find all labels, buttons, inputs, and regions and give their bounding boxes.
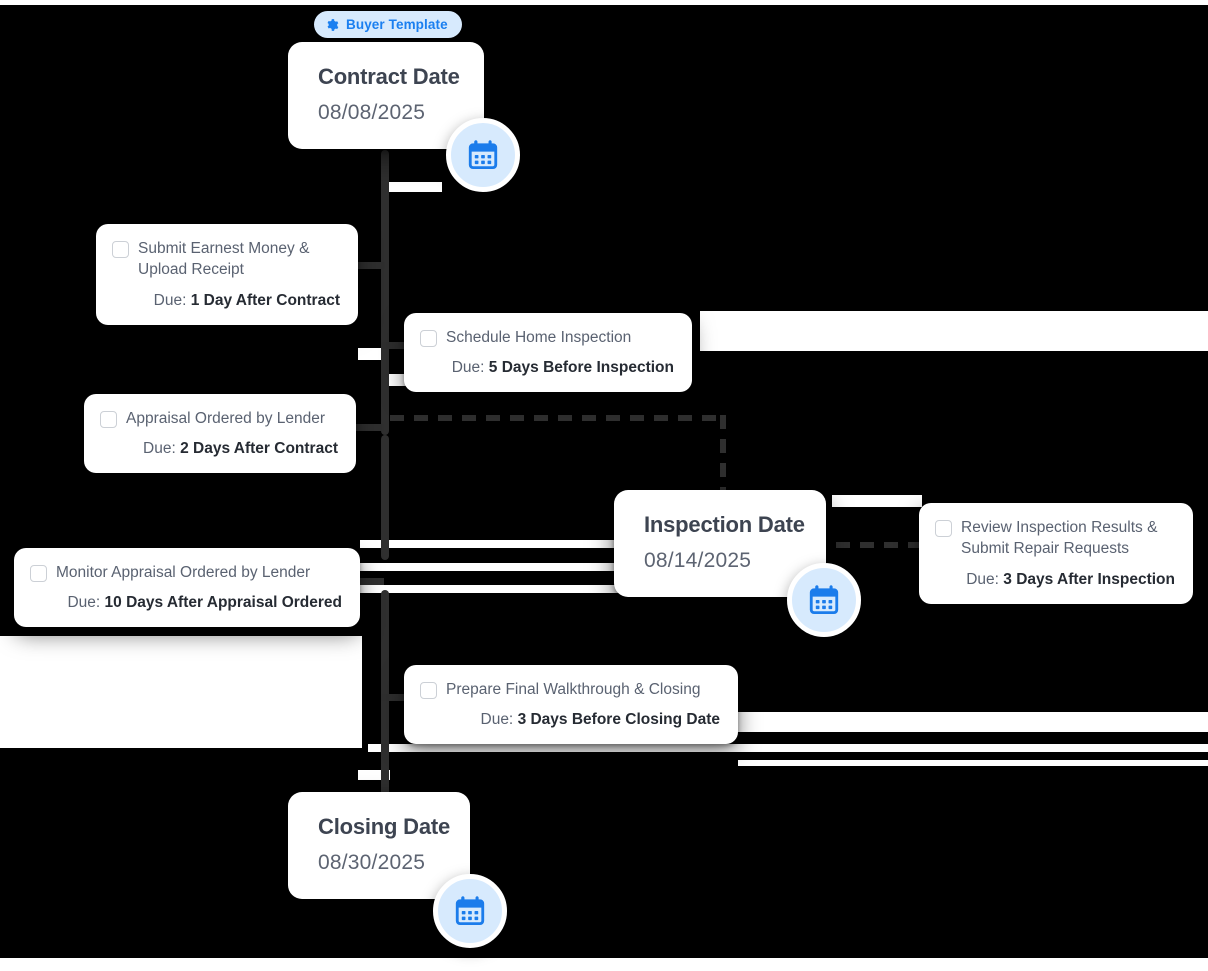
dashed-connector-inspection-h: [390, 415, 726, 421]
milestone-date-inspection: 08/14/2025: [644, 549, 752, 573]
task-label-appraisal: Appraisal Ordered by Lender: [126, 410, 326, 427]
task-due-prefix: Due:: [451, 359, 485, 377]
calendar-icon-contract[interactable]: [446, 118, 520, 192]
connector-rail-monitor-a: [360, 540, 690, 548]
dashed-connector-review-h: [836, 542, 922, 548]
timeline-spine-upper: [381, 150, 389, 435]
task-label-earnest: Submit Earnest Money & Upload Receipt: [138, 240, 310, 279]
connector-rail-review: [832, 495, 922, 507]
connector-rail-monitor-c: [360, 585, 690, 593]
task-due-value: 1 Day After Contract: [190, 291, 340, 309]
task-due-appraisal: Due: 2 Days After Contract: [100, 440, 338, 458]
connector-rail-schedule: [700, 311, 1208, 351]
milestone-card-closing[interactable]: Closing Date 08/30/2025: [288, 792, 470, 900]
task-due-value: 3 Days After Inspection: [1003, 570, 1175, 588]
task-card-schedule[interactable]: Schedule Home Inspection Due: 5 Days Bef…: [404, 313, 692, 393]
branch-to-walk: [381, 694, 407, 701]
task-due-monitor: Due: 10 Days After Appraisal Ordered: [30, 594, 342, 612]
task-card-appraisal[interactable]: Appraisal Ordered by Lender Due: 2 Days …: [84, 394, 356, 474]
buyer-template-pill[interactable]: Buyer Template: [314, 11, 462, 38]
task-due-prefix: Due:: [67, 594, 101, 612]
calendar-icon-inspection[interactable]: [787, 563, 861, 637]
task-label-review: Review Inspection Results & Submit Repai…: [961, 519, 1158, 558]
task-due-earnest: Due: 1 Day After Contract: [112, 292, 340, 310]
connector-rail-left-block: [0, 636, 362, 748]
connector-rail-walk-b: [368, 744, 1208, 752]
milestone-title-inspection: Inspection Date: [644, 512, 805, 537]
task-checkbox-review[interactable]: [935, 520, 952, 537]
task-checkbox-walkthrough[interactable]: [420, 682, 437, 699]
connector-rail-closing: [358, 770, 390, 780]
task-due-prefix: Due:: [153, 291, 187, 309]
task-card-review[interactable]: Review Inspection Results & Submit Repai…: [919, 503, 1193, 604]
branch-to-schedule: [381, 342, 407, 349]
timeline-spine-mid: [381, 435, 389, 560]
task-label-monitor: Monitor Appraisal Ordered by Lender: [56, 564, 311, 581]
task-due-schedule: Due: 5 Days Before Inspection: [420, 359, 674, 377]
milestone-date-contract: 08/08/2025: [318, 101, 426, 125]
milestone-card-contract[interactable]: Contract Date 08/08/2025: [288, 42, 484, 150]
task-label-schedule: Schedule Home Inspection: [446, 329, 632, 346]
milestone-title-contract: Contract Date: [318, 64, 460, 89]
task-checkbox-monitor[interactable]: [30, 565, 47, 582]
connector-rail-bottom: [0, 958, 1208, 971]
connector-rail-walk-c: [738, 760, 1208, 766]
connector-rail-walk-a: [738, 712, 1208, 732]
milestone-card-inspection[interactable]: Inspection Date 08/14/2025: [614, 490, 826, 598]
task-due-review: Due: 3 Days After Inspection: [935, 571, 1175, 589]
connector-rail-monitor-b: [360, 563, 690, 571]
calendar-icon-closing[interactable]: [433, 874, 507, 948]
connector-rail-top-left: [386, 182, 442, 192]
branch-to-monitor: [356, 578, 384, 585]
buyer-template-label: Buyer Template: [346, 17, 448, 32]
milestone-title-closing: Closing Date: [318, 814, 451, 839]
task-checkbox-earnest[interactable]: [112, 241, 129, 258]
gear-icon: [325, 18, 339, 32]
task-due-value: 10 Days After Appraisal Ordered: [104, 594, 342, 612]
connector-rail-earnest: [358, 348, 388, 360]
task-card-earnest[interactable]: Submit Earnest Money & Upload Receipt Du…: [96, 224, 358, 325]
task-due-value: 2 Days After Contract: [180, 440, 338, 458]
task-checkbox-schedule[interactable]: [420, 330, 437, 347]
task-card-monitor[interactable]: Monitor Appraisal Ordered by Lender Due:…: [14, 548, 360, 628]
task-due-prefix: Due:: [480, 711, 514, 729]
branch-to-appraisal: [352, 424, 384, 431]
task-card-walkthrough[interactable]: Prepare Final Walkthrough & Closing Due:…: [404, 665, 738, 745]
branch-to-earnest: [355, 262, 385, 269]
dashed-connector-inspection-v: [720, 415, 726, 497]
task-label-walkthrough: Prepare Final Walkthrough & Closing: [446, 681, 701, 698]
task-due-prefix: Due:: [143, 440, 176, 458]
task-due-value: 5 Days Before Inspection: [488, 359, 674, 377]
task-due-prefix: Due:: [966, 570, 999, 588]
connector-rail-top-edge: [0, 0, 1208, 5]
task-checkbox-appraisal[interactable]: [100, 411, 117, 428]
task-due-walkthrough: Due: 3 Days Before Closing Date: [420, 711, 721, 729]
task-due-value: 3 Days Before Closing Date: [517, 711, 720, 729]
milestone-date-closing: 08/30/2025: [318, 851, 426, 875]
